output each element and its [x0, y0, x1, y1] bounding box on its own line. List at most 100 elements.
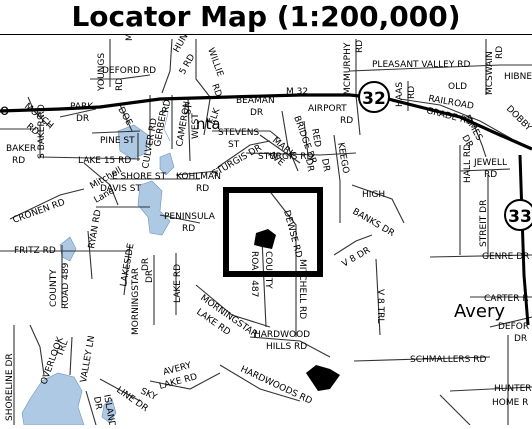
road-valley: [69, 336, 73, 376]
label-town-left: o: [0, 101, 9, 119]
road-pleasant: [349, 64, 532, 72]
creek-north: [161, 100, 171, 142]
label-red: RED: [309, 128, 322, 148]
road-mitchell-lane: [83, 162, 119, 206]
highway-m33: [518, 154, 530, 326]
label-beaman: BEAMAN: [236, 96, 275, 106]
label-schmallers: SCHMALLERS RD: [410, 355, 486, 365]
locator-map[interactable]: 32 33 M 32 DEFORD RD HUNGRY 5 RD WILLIE …: [0, 16, 532, 428]
road-elk: [203, 98, 211, 136]
label-county487: COUNTY: [263, 251, 273, 289]
label-willie-rd: RD: [209, 83, 223, 99]
road-sturgis-dr: [217, 140, 271, 168]
label-hibne: HIBNE: [504, 72, 532, 82]
road-morningstar-lake: [195, 284, 271, 328]
shield-33-text: 33: [508, 207, 532, 227]
label-town: nta: [196, 115, 221, 133]
map-canvas: 32 33 M 32 DEFORD RD HUNGRY 5 RD WILLIE …: [0, 16, 532, 428]
label-airport: AIRPORT: [308, 104, 347, 114]
road-cronen: [9, 188, 85, 220]
label-lake15: LAKE 15 RD: [78, 156, 131, 166]
road-highbanks: [351, 184, 405, 224]
label-genre: GENRE DR: [482, 252, 529, 262]
road-dewse: [267, 188, 297, 261]
label-pine: PINE ST: [100, 136, 135, 146]
label-fritz: FRITZ RD: [14, 246, 56, 256]
road-deford-east: [489, 316, 532, 328]
road-island: [85, 390, 97, 426]
label-gerber-rd: RD: [161, 99, 173, 114]
label-youngs: YOUNGS: [97, 53, 107, 92]
label-county489: COUNTY: [49, 269, 59, 307]
road-mark: [259, 134, 301, 164]
label-road487: ROAD 487: [249, 251, 259, 297]
label-morningstar-dr: MORNINGSTAR: [131, 268, 141, 335]
road-v8dr: [333, 234, 373, 256]
road-deford: [90, 74, 151, 80]
road-v8trl: [375, 258, 381, 336]
label-old-rr: OLD: [448, 82, 467, 92]
label-morningstar-dr2: DR: [145, 270, 155, 283]
label-deford2: DEFOR: [498, 322, 529, 332]
label-lake-rd: LAKE RD: [173, 264, 183, 303]
road-hungry: [161, 38, 173, 94]
pond-south: [101, 398, 117, 424]
road-park: [59, 108, 97, 118]
road-doe: [119, 104, 133, 132]
label-cameron-st: ST: [183, 102, 195, 115]
label-mcmurphy: MCMURPHY: [343, 42, 353, 95]
label-deford2b: DR: [514, 334, 527, 344]
label-sbaker: S BAKER RD: [37, 104, 47, 159]
label-pleasant: PLEASANT VALLEY RD: [372, 60, 470, 70]
road-peninsula: [159, 214, 201, 224]
label-streit: STREIT DR: [479, 200, 489, 247]
label-mcswain-rd: RD: [495, 46, 505, 59]
label-peninsula: PENINSULA: [164, 212, 216, 222]
label-jewell-rd: RD: [484, 170, 497, 180]
label-airport-rd: RD: [340, 116, 353, 126]
label-sturgis-rd: STURGIS RD: [258, 152, 314, 162]
road-jewell: [459, 168, 511, 172]
label-kohlman-rd: RD: [196, 184, 209, 194]
road-southeast: [439, 394, 471, 426]
label-avery-town: Avery: [454, 301, 505, 322]
label-v8trl: V 8 TRL: [375, 289, 385, 323]
label-home: HOME R: [492, 398, 528, 408]
label-keego-dr: DR: [319, 158, 331, 173]
lake-southwest: [21, 372, 85, 426]
label-baker: BAKER: [6, 144, 36, 154]
road-hardwood: [249, 336, 331, 358]
road-hardwoods: [219, 364, 301, 402]
map-title: Locator Map (1:200,000): [71, 0, 461, 33]
label-stevens-st: ST: [228, 140, 240, 150]
label-davis: DAVIS ST: [100, 184, 141, 194]
label-haas: HAAS: [395, 82, 405, 107]
label-haas-rd: RD: [407, 86, 417, 99]
label-m33: M: [125, 35, 135, 41]
road-schmallers: [353, 356, 491, 362]
road-ryan: [87, 230, 93, 280]
label-hall: HALL RD: [463, 144, 473, 183]
label-beaman-dr: DR: [250, 108, 263, 118]
lake-middle: [137, 180, 171, 236]
label-mcmurphy-rd: RD: [355, 40, 365, 53]
road-stevens: [212, 130, 281, 140]
label-west: WEST: [191, 113, 201, 139]
road-avery-lake: [149, 372, 221, 390]
route-shield-33: 33: [504, 199, 532, 231]
label-hardwood: HARDWOOD: [254, 330, 310, 340]
road-bridge: [281, 110, 299, 172]
label-hwy32: M 32: [286, 87, 308, 97]
road-lakeside: [123, 244, 131, 296]
label-jewell: JEWELL: [473, 158, 507, 168]
road-pine: [91, 130, 141, 134]
road-sky: [99, 378, 141, 402]
label-park: PARK: [70, 102, 94, 112]
route-shield-32-west: 32: [358, 81, 390, 113]
road-county487: [261, 238, 267, 328]
water-bodies: [21, 100, 175, 426]
label-kohlman: KOHLMAN: [176, 172, 221, 182]
label-hunter: HUNTER: [494, 384, 532, 394]
shield-32-text: 32: [362, 89, 386, 109]
label-highbanks: HIGH: [362, 190, 385, 200]
